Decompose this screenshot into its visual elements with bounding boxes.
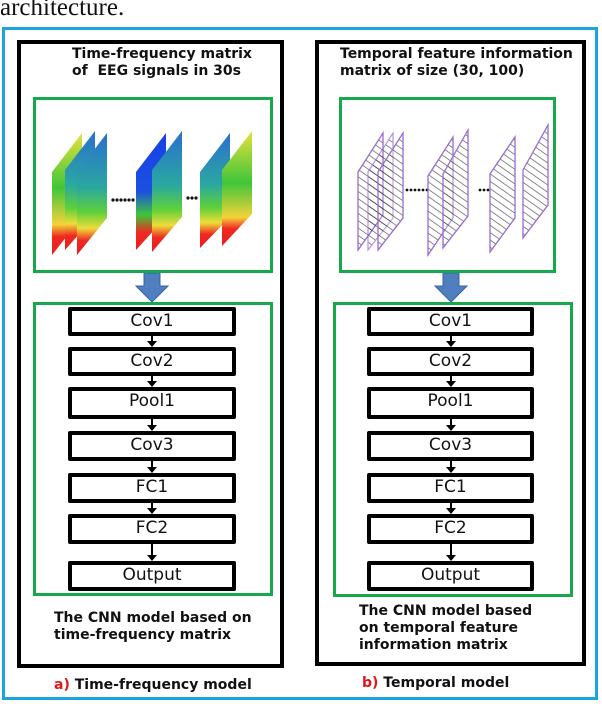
panel-b-description: The CNN model based on temporal feature … xyxy=(359,603,533,653)
panel-a-title-line1: Time-frequency matrix xyxy=(72,46,252,62)
panel-b-title-line1: Temporal feature information xyxy=(340,46,573,62)
down-arrow-icon xyxy=(135,273,169,303)
connector-arrow-icon xyxy=(446,376,456,387)
panel-a-sublabel: a) Time-frequency model xyxy=(54,677,252,693)
spectrogram-stack-icon xyxy=(52,131,252,255)
connector-arrow-icon xyxy=(446,461,456,473)
layer-cov3-b: Cov3 xyxy=(367,431,534,461)
layer-fc2-a: FC2 xyxy=(68,514,236,544)
input-group-feature-matrices xyxy=(339,97,556,273)
connector-arrow-icon xyxy=(147,336,157,347)
sublabel-text-b: Temporal model xyxy=(383,675,510,691)
sublabel-text-a: Time-frequency model xyxy=(74,677,252,693)
connector-arrow-icon xyxy=(147,376,157,387)
layer-cov3-a: Cov3 xyxy=(68,431,236,461)
connector-arrow-icon xyxy=(446,336,456,347)
layer-cov2-b: Cov2 xyxy=(367,347,534,376)
connector-arrow-icon xyxy=(147,503,157,514)
sublabel-letter-b: b) xyxy=(362,675,379,691)
layer-cov1-b: Cov1 xyxy=(367,307,534,336)
caption-fragment: architecture. xyxy=(0,0,125,21)
figure-frame xyxy=(2,27,598,700)
feature-matrix-stack-icon xyxy=(357,122,549,257)
connector-arrow-icon xyxy=(147,419,157,431)
panel-b-title: Temporal feature information matrix of s… xyxy=(340,46,573,80)
layer-pool1-a: Pool1 xyxy=(68,387,236,419)
panel-a-description: The CNN model based on time-frequency ma… xyxy=(54,610,252,643)
layer-fc1-b: FC1 xyxy=(367,473,534,503)
panel-b-sublabel: b) Temporal model xyxy=(362,675,509,691)
layer-cov1-a: Cov1 xyxy=(68,307,236,336)
panel-a-title-line2: of EEG signals in 30s xyxy=(72,63,241,79)
down-arrow-icon xyxy=(434,273,468,303)
panel-b-title-line2: matrix of size (30, 100) xyxy=(340,63,525,79)
connector-arrow-icon xyxy=(446,419,456,431)
layer-output-b: Output xyxy=(367,561,534,591)
connector-arrow-icon xyxy=(147,544,157,561)
connector-arrow-icon xyxy=(446,544,456,561)
layer-output-a: Output xyxy=(68,561,236,591)
connector-arrow-icon xyxy=(147,461,157,473)
layer-fc2-b: FC2 xyxy=(367,514,534,544)
sublabel-letter-a: a) xyxy=(54,677,70,693)
connector-arrow-icon xyxy=(446,503,456,514)
layer-cov2-a: Cov2 xyxy=(68,347,236,376)
panel-a-title: Time-frequency matrix of EEG signals in … xyxy=(72,46,252,80)
layer-pool1-b: Pool1 xyxy=(367,387,534,419)
layer-fc1-a: FC1 xyxy=(68,473,236,503)
input-group-spectrograms xyxy=(33,97,273,273)
